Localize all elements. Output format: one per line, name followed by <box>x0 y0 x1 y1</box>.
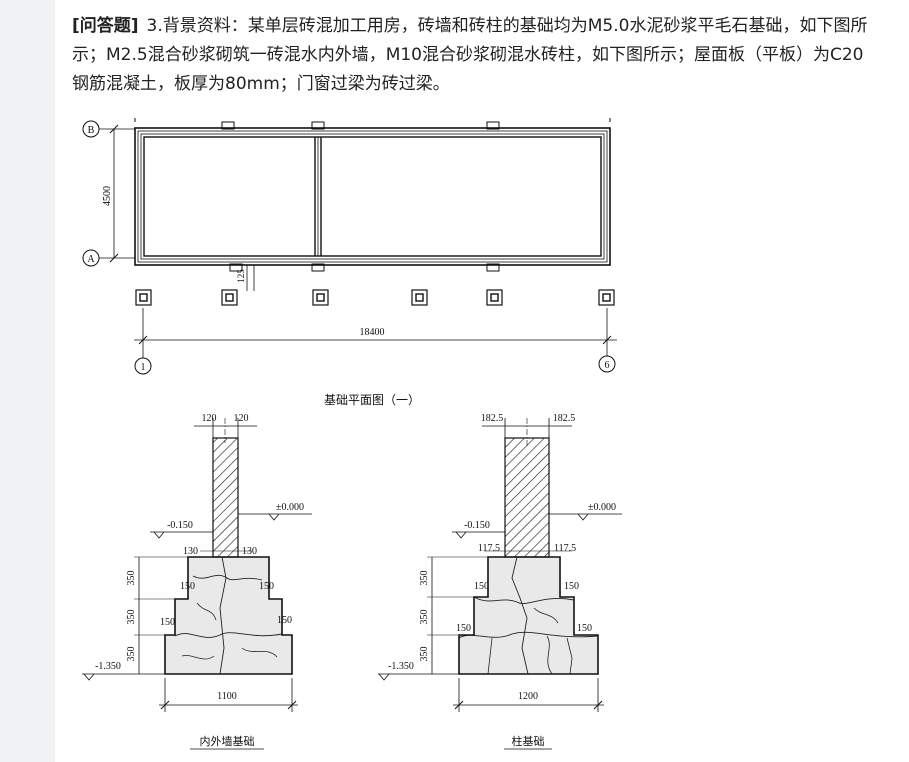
column-pad <box>598 289 615 306</box>
axis-1-bubble <box>134 357 152 375</box>
column-foundation-section: 182.5 182.5 ±0.000 -0.150 117.5 117.5 15… <box>378 413 622 750</box>
column-pad <box>221 289 238 306</box>
wall-foundation-section: 120 120 ±0.000 -0.150 130 130 150 150 15… <box>82 413 312 750</box>
column-h1: 350 <box>419 571 430 586</box>
column-level-m150: -0.150 <box>464 520 490 531</box>
column-width-dim: 1200 <box>518 691 538 702</box>
plan-outer-outline <box>134 127 611 266</box>
wall-step3-left: 150 <box>160 617 175 628</box>
wall-h1: 350 <box>126 571 137 586</box>
plan-bottom-dims: 18400 1 6 <box>134 308 617 375</box>
column-caption: 柱基础 <box>512 734 545 748</box>
wall-level-zero: ±0.000 <box>276 502 304 513</box>
column-step2-left: 150 <box>474 581 489 592</box>
plan-dim-125: 125 <box>236 265 255 291</box>
column-step1-left: 117.5 <box>478 543 500 554</box>
column-step3-right: 150 <box>577 623 592 634</box>
wall-level-m150: -0.150 <box>167 520 193 531</box>
dim-125-label: 125 <box>236 269 246 283</box>
plan-outer-outline-2 <box>137 130 608 263</box>
column-pad <box>411 289 428 306</box>
wall-level-bottom: -1.350 <box>95 661 121 672</box>
column-level-bottom: -1.350 <box>388 661 414 672</box>
column-h2: 350 <box>419 610 430 625</box>
wall-brick <box>212 437 239 558</box>
wall-width-dim: 1100 <box>217 691 237 702</box>
axis-6-bubble <box>598 355 616 373</box>
left-margin-strip <box>0 0 55 762</box>
column-top-right-dim: 182.5 <box>553 413 576 424</box>
column-step1-right: 117.5 <box>554 543 576 554</box>
column-level-zero: ±0.000 <box>588 502 616 513</box>
column-pad <box>486 289 503 306</box>
column-pad <box>135 289 152 306</box>
column-step2-right: 150 <box>564 581 579 592</box>
column-pad <box>312 289 329 306</box>
dim-4500-label: 4500 <box>102 186 113 206</box>
wall-h2: 350 <box>126 610 137 625</box>
foundation-plan <box>134 118 611 272</box>
wall-caption: 内外墙基础 <box>200 734 255 748</box>
dim-18400-label: 18400 <box>360 327 385 338</box>
wall-h3: 350 <box>126 647 137 662</box>
plan-column-pads <box>135 289 615 306</box>
wall-step2-right: 150 <box>259 581 274 592</box>
axis-6-label: 6 <box>605 360 610 371</box>
wall-step1-left: 130 <box>183 546 198 557</box>
plan-left-axes: B A 4500 <box>82 120 135 267</box>
plan-caption: 基础平面图（一） <box>324 393 420 407</box>
foundation-drawing: B A 4500 125 18400 1 6 基础平面图（一） <box>82 118 622 750</box>
wall-step2-left: 150 <box>180 581 195 592</box>
wall-step3-right: 150 <box>277 615 292 626</box>
wall-top-right-dim: 120 <box>234 413 249 424</box>
axis-1-label: 1 <box>141 362 146 373</box>
column-brick <box>504 437 550 558</box>
axis-b-label: B <box>88 125 95 136</box>
question-text: 3.背景资料：某单层砖混加工用房，砖墙和砖柱的基础均为M5.0水泥砂浆平毛石基础… <box>72 16 868 94</box>
axis-a-label: A <box>87 254 95 265</box>
plan-inner-outline-2 <box>143 136 602 257</box>
column-step3-left: 150 <box>456 623 471 634</box>
question-block: [问答题]3.背景资料：某单层砖混加工用房，砖墙和砖柱的基础均为M5.0水泥砂浆… <box>72 12 872 99</box>
plan-inner-outline <box>140 133 605 260</box>
column-top-left-dim: 182.5 <box>481 413 504 424</box>
column-h3: 350 <box>419 647 430 662</box>
question-tag: [问答题] <box>72 16 139 36</box>
wall-top-left-dim: 120 <box>202 413 217 424</box>
foundation-drawing-figure: B A 4500 125 18400 1 6 基础平面图（一） <box>72 108 628 762</box>
wall-step1-right: 130 <box>242 546 257 557</box>
